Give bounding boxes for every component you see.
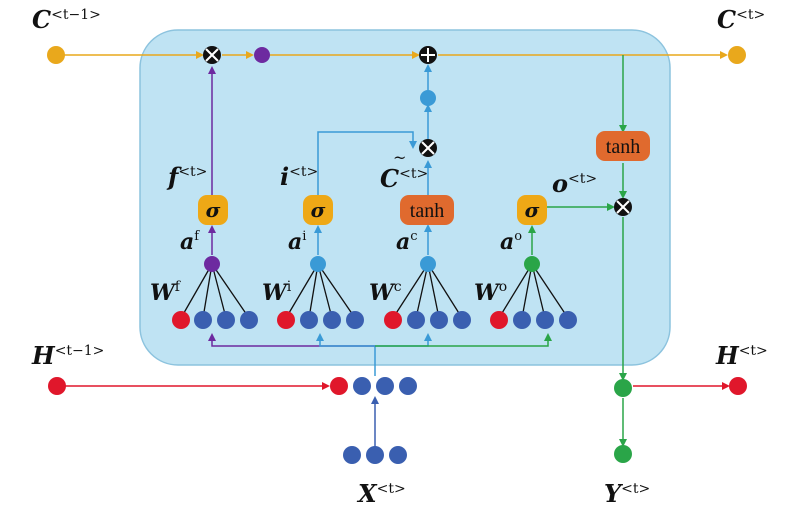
a-i-label: ai (288, 229, 306, 255)
a-f-label: af (180, 229, 200, 255)
neurons-input (277, 311, 364, 329)
output-sigma-symbol: σ (525, 198, 540, 222)
input-gate-line (317, 131, 417, 197)
dist-input-line (316, 333, 375, 347)
input-gate-label: i<t> (280, 162, 318, 191)
forget-activation-node (204, 256, 220, 272)
h-prev-node (48, 377, 66, 395)
w-f-label: Wf (150, 279, 182, 306)
output-sigma-box (517, 195, 547, 225)
weight-fan-candidate (392, 263, 463, 319)
c-next-label: C<t> (717, 5, 765, 34)
neurons-candidate (384, 311, 471, 329)
h-next-node (729, 377, 747, 395)
w-c-label: Wc (369, 279, 402, 306)
y-output-label: Y<t> (604, 479, 650, 508)
weight-fan-output (498, 263, 569, 319)
forget-multiply-icon (203, 46, 221, 64)
w-o-label: Wo (474, 279, 507, 306)
weight-fan-forget (180, 263, 250, 319)
input-sigma-box (303, 195, 333, 225)
x-input-label: X<t> (356, 479, 406, 508)
input-sigma-symbol: σ (311, 198, 326, 222)
candidate-tanh-label: tanh (410, 200, 444, 222)
cell-add-icon (419, 46, 437, 64)
a-o-label: ao (500, 229, 522, 255)
dist-output-line (375, 333, 552, 347)
candidate-tanh-box (400, 195, 454, 225)
candidate-label: C<t> (380, 164, 428, 193)
neurons-output (490, 311, 577, 329)
forget-sigma-symbol: σ (206, 198, 221, 222)
candidate-accent: ~ (393, 148, 406, 167)
output-activation-node (524, 256, 540, 272)
input-activation-node (310, 256, 326, 272)
candidate-product-node (420, 90, 436, 106)
cell-tanh-box (596, 131, 650, 161)
h-next-label: H<t> (715, 341, 768, 370)
c-prev-label: C<t−1> (32, 5, 101, 34)
a-c-label: ac (396, 229, 418, 255)
y-out-node (614, 445, 632, 463)
cell-tanh-label: tanh (606, 136, 640, 158)
x-input-vector (343, 446, 407, 464)
output-multiply-icon (614, 198, 632, 216)
forget-product-node (254, 47, 270, 63)
forget-sigma-box (198, 195, 228, 225)
c-next-node (728, 46, 746, 64)
candidate-activation-node (420, 256, 436, 272)
h-out-node (614, 379, 632, 397)
neurons-forget (172, 311, 258, 329)
input-multiply-icon (419, 139, 437, 157)
weight-fan-input (285, 263, 356, 319)
h-prev-label: H<t−1> (31, 341, 104, 370)
concat-input-vector (330, 377, 417, 395)
w-i-label: Wi (262, 279, 292, 306)
c-prev-node (47, 46, 65, 64)
output-gate-label: o<t> (552, 169, 597, 198)
forget-gate-label: f<t> (166, 162, 207, 191)
